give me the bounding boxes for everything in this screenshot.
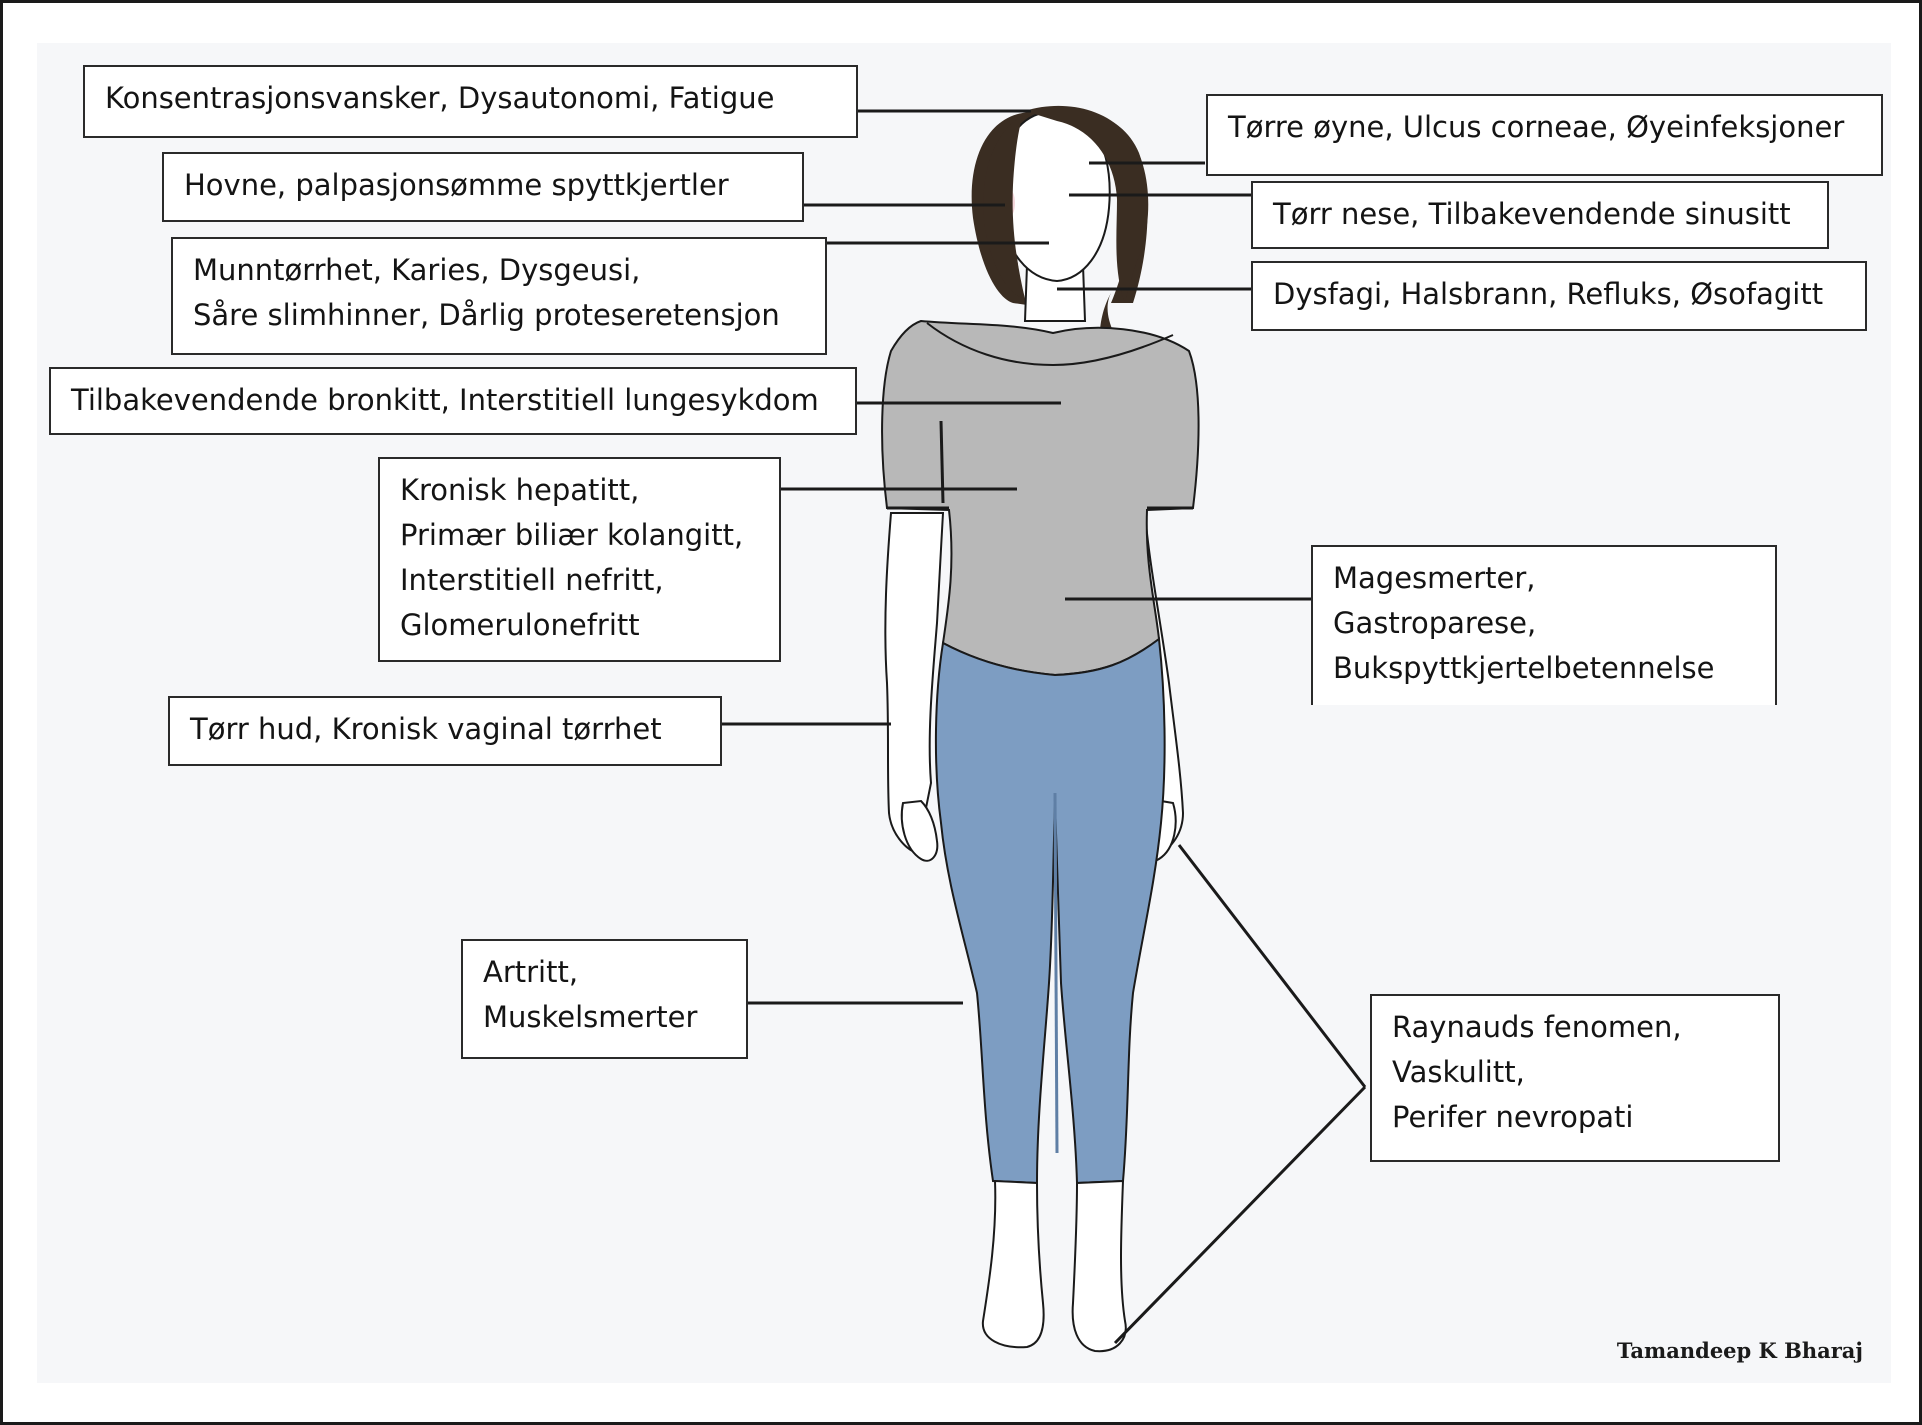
right-foot: [1071, 1179, 1127, 1353]
leggings: [934, 637, 1166, 1185]
label-abdomen-line-1: Magesmerter,: [1333, 561, 1536, 595]
label-abdomen-line-3: Bukspyttkjertelbetennelse: [1333, 651, 1715, 685]
left-arm: [884, 512, 945, 855]
label-neuro-line-1: Konsentrasjonsvansker, Dysautonomi, Fati…: [105, 81, 775, 115]
label-throat: Dysfagi, Halsbrann, Refluks, Øsofagitt: [1251, 261, 1867, 331]
left-foot: [981, 1179, 1045, 1349]
hair-left-strand: [983, 115, 1025, 299]
body-illustration: [720, 105, 1367, 1353]
left-hand: [900, 799, 939, 862]
hair-front: [1025, 105, 1149, 303]
label-abdomen: Magesmerter, Gastroparese, Bukspyttkjert…: [1311, 545, 1777, 705]
label-joints-line-1: Artritt,: [483, 955, 579, 989]
label-neuro: Konsentrasjonsvansker, Dysautonomi, Fati…: [83, 65, 858, 138]
illustrator-credit: Tamandeep K Bharaj: [1616, 1338, 1863, 1363]
collar: [926, 322, 1174, 367]
label-mouth: Munntørrhet, Karies, Dysgeusi, Såre slim…: [171, 237, 827, 355]
label-eyes-line-1: Tørre øyne, Ulcus corneae, Øyeinfeksjone…: [1228, 110, 1845, 144]
label-liver-kidney: Kronisk hepatitt, Primær biliær kolangit…: [378, 457, 781, 662]
inseam: [1053, 792, 1059, 1154]
label-liver-kidney-line-4: Glomerulonefritt: [400, 608, 640, 642]
label-mouth-line-1: Munntørrhet, Karies, Dysgeusi,: [193, 253, 641, 287]
label-skin: Tørr hud, Kronisk vaginal tørrhet: [168, 696, 722, 766]
label-liver-kidney-line-2: Primær biliær kolangitt,: [400, 518, 744, 552]
label-liver-kidney-line-1: Kronisk hepatitt,: [400, 473, 640, 507]
connector-vascular-hand: [1177, 844, 1367, 1088]
label-vascular: Raynauds fenomen, Vaskulitt, Perifer nev…: [1370, 994, 1780, 1162]
label-skin-line-1: Tørr hud, Kronisk vaginal tørrhet: [190, 712, 662, 746]
label-salivary-line-1: Hovne, palpasjonsømme spyttkjertler: [184, 168, 729, 202]
label-vascular-line-2: Vaskulitt,: [1392, 1055, 1525, 1089]
label-joints: Artritt, Muskelsmerter: [461, 939, 748, 1059]
label-vascular-line-3: Perifer nevropati: [1392, 1100, 1634, 1134]
connector-liver-kidney-drop: [939, 420, 945, 504]
label-liver-kidney-line-3: Interstitiell nefritt,: [400, 563, 664, 597]
label-vascular-line-1: Raynauds fenomen,: [1392, 1010, 1682, 1044]
label-lungs-line-1: Tilbakevendende bronkitt, Interstitiell …: [71, 383, 819, 417]
connector-vascular-foot: [1113, 1085, 1367, 1345]
label-salivary: Hovne, palpasjonsømme spyttkjertler: [162, 152, 804, 222]
label-mouth-line-2: Såre slimhinner, Dårlig proteseretensjon: [193, 298, 780, 332]
label-throat-line-1: Dysfagi, Halsbrann, Refluks, Øsofagitt: [1273, 277, 1824, 311]
label-nose-line-1: Tørr nese, Tilbakevendende sinusitt: [1273, 197, 1791, 231]
label-abdomen-line-2: Gastroparese,: [1333, 606, 1537, 640]
label-joints-line-2: Muskelsmerter: [483, 1000, 698, 1034]
connector-lines: [720, 109, 1367, 1345]
label-eyes: Tørre øyne, Ulcus corneae, Øyeinfeksjone…: [1206, 94, 1883, 176]
label-lungs: Tilbakevendende bronkitt, Interstitiell …: [49, 367, 857, 435]
label-nose: Tørr nese, Tilbakevendende sinusitt: [1251, 181, 1829, 249]
